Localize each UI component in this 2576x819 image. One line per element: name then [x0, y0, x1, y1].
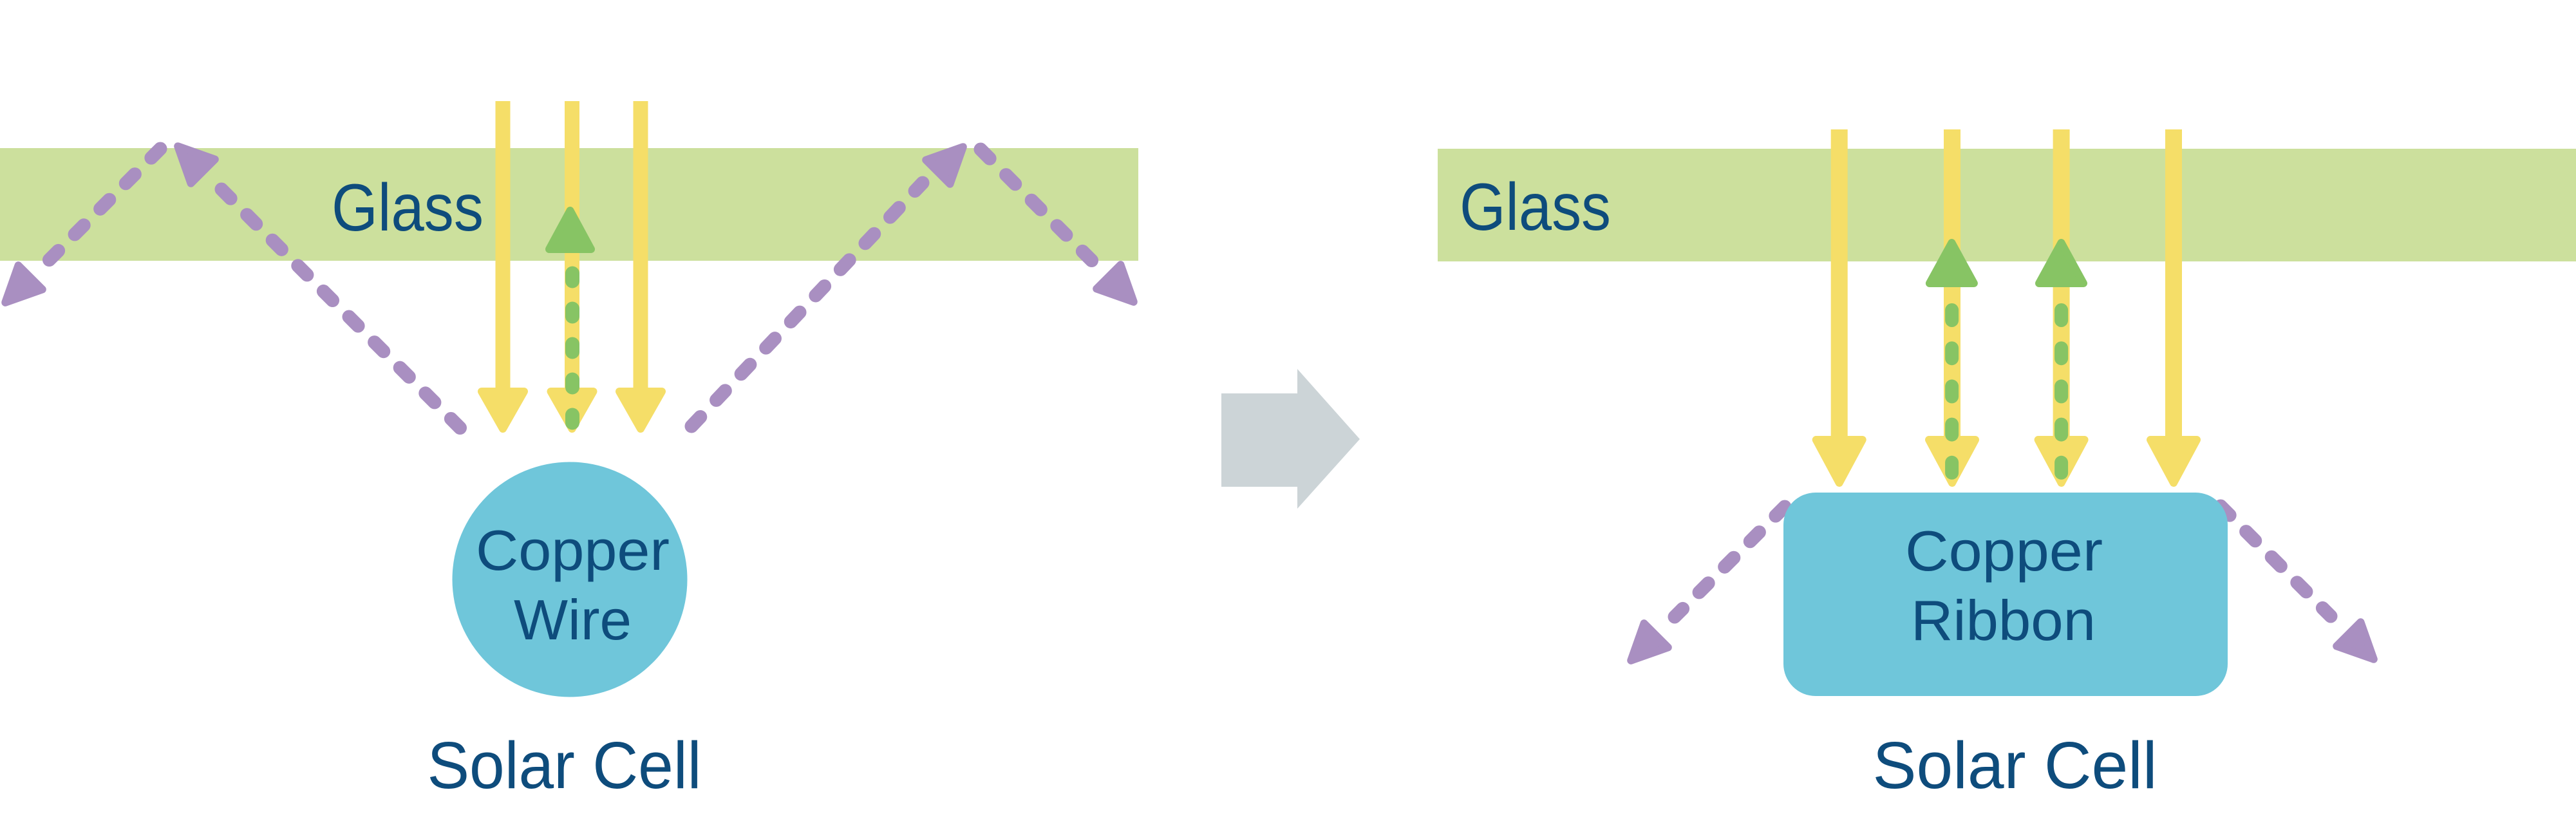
svg-text:Copper: Copper — [476, 518, 670, 582]
svg-text:Glass: Glass — [332, 171, 484, 245]
svg-text:Copper: Copper — [1905, 519, 2103, 583]
svg-text:Solar Cell: Solar Cell — [1873, 728, 2158, 802]
svg-text:Glass: Glass — [1460, 170, 1611, 245]
svg-text:Wire: Wire — [514, 588, 632, 652]
svg-text:Solar Cell: Solar Cell — [428, 728, 702, 802]
svg-text:Ribbon: Ribbon — [1911, 588, 2096, 652]
